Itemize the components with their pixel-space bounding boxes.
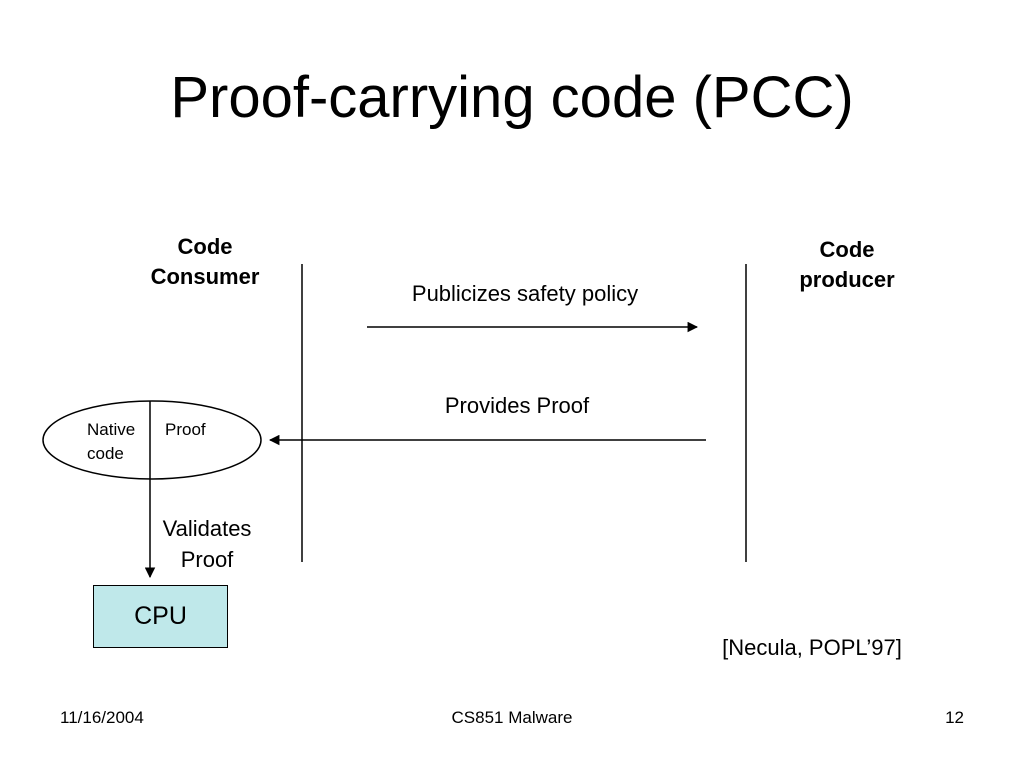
- footer-date: 11/16/2004: [60, 708, 144, 727]
- code-proof-bundle: [42, 400, 262, 480]
- footer-course: CS851 Malware: [451, 708, 573, 727]
- code-producer-label: Code producer: [799, 237, 895, 292]
- cpu-label: CPU: [134, 602, 187, 630]
- publicizes-policy-label: Publicizes safety policy: [411, 281, 639, 306]
- proof-label: Proof: [165, 420, 206, 439]
- slide-title: Proof-carrying code (PCC): [170, 65, 854, 130]
- code-consumer-label: Code Consumer: [150, 234, 260, 289]
- footer-page-number: 12: [945, 708, 964, 727]
- citation: [Necula, POPL’97]: [722, 635, 902, 660]
- native-code-label: Native code: [87, 420, 136, 463]
- provides-proof-label: Provides Proof: [444, 393, 590, 418]
- cpu-box: CPU: [93, 585, 228, 648]
- validates-proof-label: Validates Proof: [162, 516, 252, 572]
